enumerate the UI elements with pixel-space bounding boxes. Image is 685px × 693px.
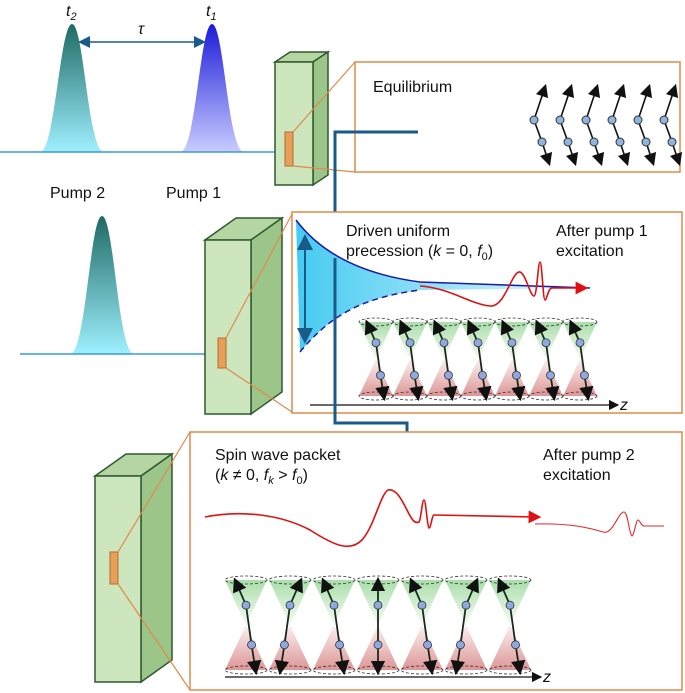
- precession-cone: [426, 317, 462, 402]
- equilibrium-title: Equilibrium: [373, 79, 452, 96]
- pump1-label: Pump 1: [166, 185, 221, 202]
- precession-cone: [562, 317, 598, 402]
- panel-equilibrium: Equilibrium: [354, 61, 683, 173]
- pump2-title-line2: (k ≠ 0, fk > f0): [215, 467, 308, 487]
- equilibrium-spin: [529, 83, 553, 167]
- pump2-right-line2: excitation: [543, 467, 611, 484]
- decay-envelope: [296, 220, 590, 352]
- spin-wave-cone: [224, 575, 268, 676]
- pump1-right-line1: After pump 1: [556, 223, 648, 240]
- sample-slab-top: [272, 50, 331, 187]
- t2-label: t2: [66, 3, 77, 23]
- excitation-spot: [284, 131, 294, 167]
- pump1-title-line2: precession (k = 0, f0): [346, 243, 493, 263]
- precession-cone: [358, 317, 394, 402]
- pump2-label: Pump 2: [50, 185, 105, 202]
- spin-wave-cone: [268, 575, 312, 676]
- equilibrium-spin-chain: [529, 83, 683, 167]
- z-axis-label-middle: z: [619, 397, 628, 414]
- pump2-pulse: [0, 24, 104, 152]
- equilibrium-spin: [555, 83, 579, 167]
- panel-pump1: Driven uniform precession (k = 0, f0) Af…: [291, 211, 683, 414]
- spin-wave-cone: [444, 575, 488, 676]
- pulse-pair: t2 t1 τ Pump 2 Pump 1: [0, 3, 282, 202]
- t1-label: t1: [206, 3, 217, 23]
- spin-wave-cone: [488, 575, 532, 676]
- equilibrium-spin: [581, 83, 605, 167]
- spin-wave-cone-chain: [224, 575, 532, 676]
- equilibrium-spin: [607, 83, 631, 167]
- spin-wave-packet-echo: [534, 511, 664, 537]
- sample-slab-middle: [202, 216, 285, 416]
- precession-wave: [419, 261, 589, 307]
- spin-wave-cone: [400, 575, 444, 676]
- sample-slab-bottom: [92, 452, 175, 684]
- precession-cone: [460, 317, 496, 402]
- pump1-right-line2: excitation: [556, 243, 624, 260]
- tau-label: τ: [138, 21, 145, 38]
- pump1-title-line1: Driven uniform: [346, 223, 450, 240]
- pump2-title-line1: Spin wave packet: [215, 447, 341, 464]
- spin-wave-cone: [356, 575, 400, 676]
- spin-wave-cone: [312, 575, 356, 676]
- pump2-right-line1: After pump 2: [543, 447, 635, 464]
- z-axis-label-bottom: z: [542, 669, 551, 686]
- precession-cone-chain: [358, 317, 598, 402]
- panel-pump2: Spin wave packet (k ≠ 0, fk > f0) After …: [189, 431, 683, 691]
- equilibrium-spin: [633, 83, 657, 167]
- pump-pulse-middle: [20, 216, 134, 354]
- equilibrium-spin: [659, 83, 683, 167]
- pump1-pulse: [104, 24, 244, 152]
- spin-wave-packet: [204, 489, 542, 548]
